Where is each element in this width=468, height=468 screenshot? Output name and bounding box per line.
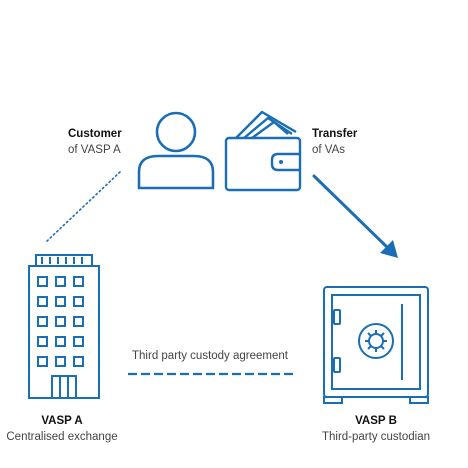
transfer-sublabel: of VAs	[312, 144, 346, 156]
vasp-b-label: VASP B	[355, 415, 397, 427]
building-icon	[28, 254, 100, 399]
person-icon	[137, 111, 215, 190]
customer-link-dotted-line	[45, 171, 121, 243]
vasp-b-sublabel: Third-party custodian	[321, 431, 431, 443]
arrow-icon	[312, 174, 398, 258]
agreement-label: Third party custody agreement	[132, 350, 288, 362]
transfer-label: Transfer	[312, 128, 358, 140]
wallet-icon	[224, 110, 302, 192]
customer-label: Customer	[68, 128, 122, 140]
vasp-a-label: VASP A	[41, 415, 83, 427]
vasp-a-sublabel: Centralised exchange	[6, 431, 118, 443]
safe-icon	[323, 286, 429, 404]
customer-sublabel: of VASP A	[68, 144, 121, 156]
